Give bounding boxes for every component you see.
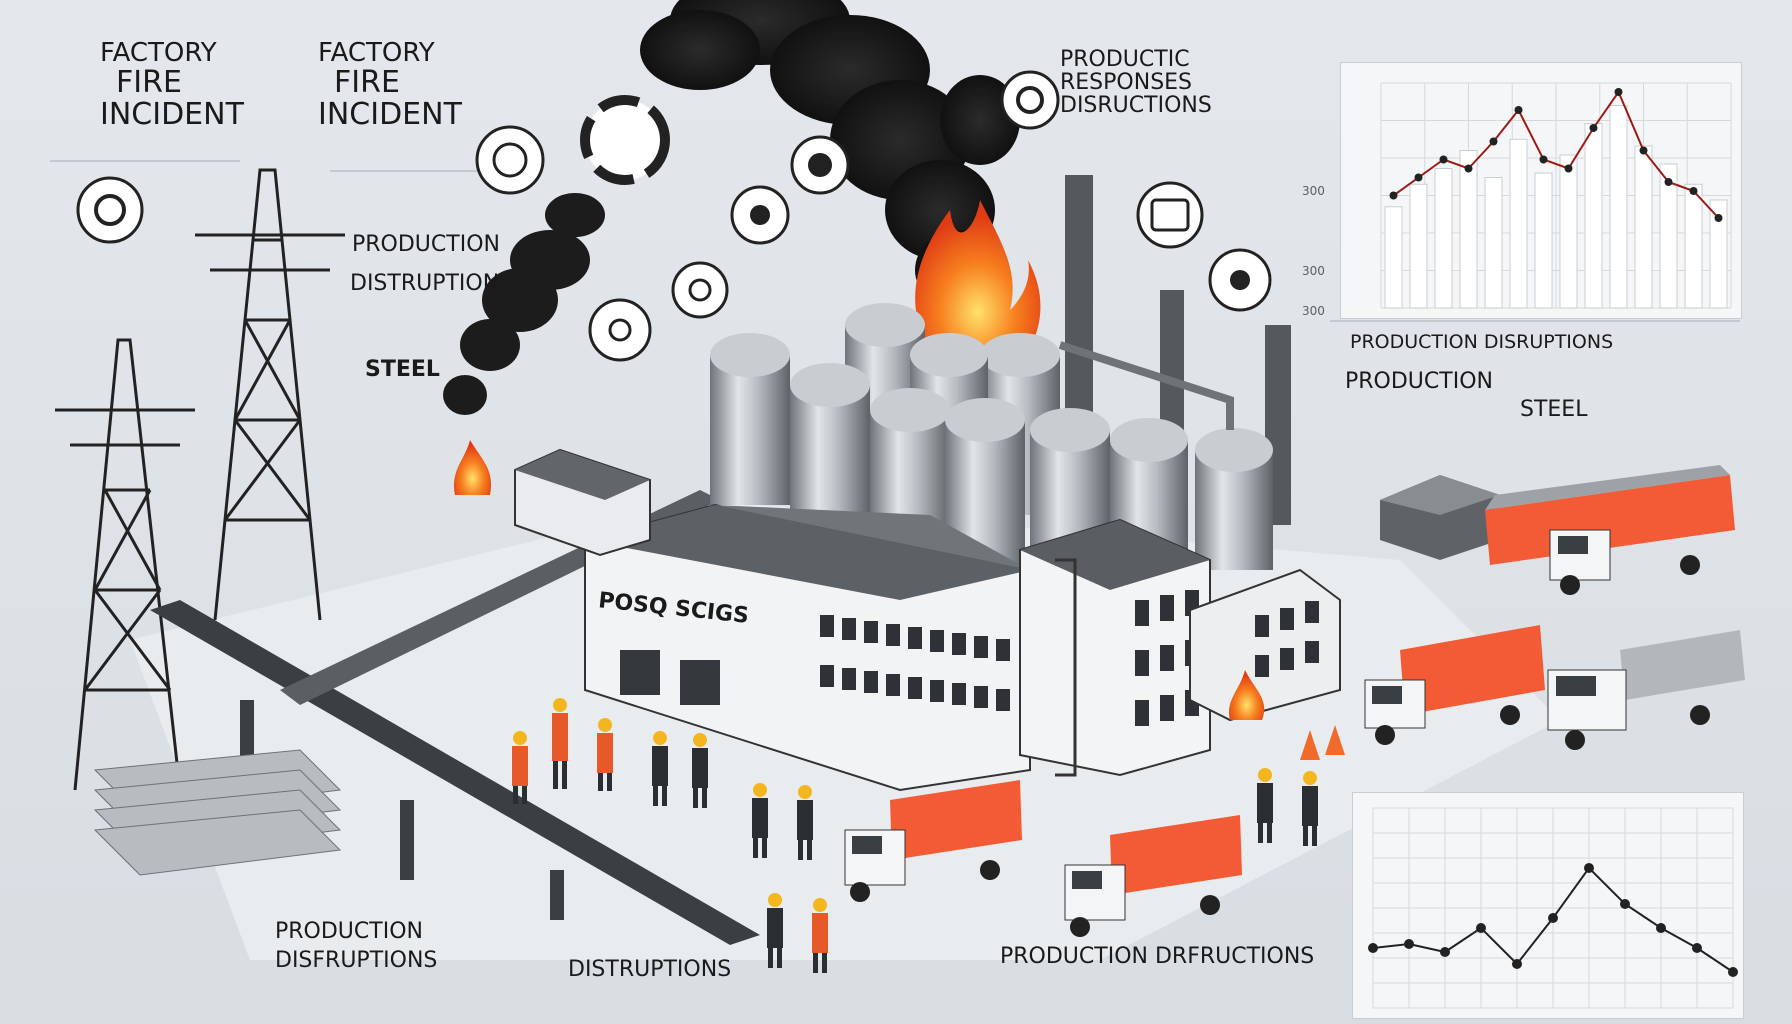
smoke-plume-left [443,193,605,415]
bar [1409,183,1428,309]
bar [1709,199,1728,309]
data-point [1714,214,1723,222]
label-top-right: PRODUCTIC RESPONSES DISRUCTIONS [1060,48,1212,117]
chart-panel-top [1340,62,1742,319]
data-point [1614,88,1623,96]
bar [1584,123,1603,309]
title-line: FACTORY [100,38,217,68]
label-line: DISRUCTIONS [1060,93,1212,119]
data-point [1539,155,1548,164]
fire-flame-small [453,440,492,495]
data-point [1692,943,1702,953]
fire-flame-small [1228,670,1265,720]
y-tick-label: 300 [1302,264,1325,278]
steel-stack [93,749,342,876]
data-point [1440,947,1450,957]
line-chart [1368,807,1738,1009]
fire-flame-main [915,200,1041,360]
warehouse [1380,475,1500,560]
data-point [1620,899,1630,909]
data-point [1404,939,1414,949]
bar [1609,105,1628,309]
label-distruptions-bottom: DISTRUPTIONS [568,957,732,982]
title-right: FACTORY FIRE INCIDENT [318,38,462,132]
bar [1509,138,1528,309]
data-point [1584,863,1594,873]
label-line: DISTRUPTION [350,271,500,297]
title-line: FIRE [116,65,182,101]
factory-building [584,503,1031,792]
bar-line-chart [1380,82,1732,309]
divider [50,160,240,162]
label-production-right: PRODUCTION [1345,369,1493,394]
truck [844,780,1022,902]
data-point [1589,124,1598,132]
pipe [1058,341,1234,430]
label-line: PRODUCTION [275,919,423,944]
divider [330,170,510,172]
label-line: PRODUCTION [352,232,500,257]
traffic-cone [1300,725,1345,760]
transmission-tower [55,338,195,791]
workers [512,698,1318,973]
bar [1434,168,1453,309]
chart-panel-bottom [1352,792,1744,1019]
data-point [1489,137,1498,146]
title-line: INCIDENT [100,96,244,132]
label-line: DISFRUPTIONS [275,948,438,974]
data-point [1656,923,1666,933]
bar [1659,163,1678,309]
data-point [1689,187,1698,195]
data-point [1548,913,1558,923]
data-point [1514,106,1523,114]
title-line: FACTORY [318,38,435,68]
label-production-bottom-left: PRODUCTION DISFRUPTIONS [275,920,437,972]
icon-circles-inner [94,86,1250,342]
bar [1684,183,1703,309]
bar [1484,177,1503,309]
title-line: INCIDENT [318,96,462,132]
series-line [1392,89,1720,219]
label-production-disruptions-panel: PRODUCTION DISRUPTIONS [1350,331,1614,353]
data-point [1464,164,1473,173]
data-point [1414,173,1423,182]
title-left: FACTORY FIRE INCIDENT [100,38,244,132]
label-steel: STEEL [365,357,440,382]
divider [1330,320,1740,322]
y-tick-label: 300 [1302,304,1325,318]
truck [1364,625,1545,745]
truck [1547,630,1745,750]
data-point [1439,155,1448,164]
label-production-distruption: PRODUCTION DISTRUPTION [350,232,500,297]
data-point [1664,178,1673,186]
bar [1534,172,1553,309]
label-line: PRODUCTIC [1060,47,1190,72]
title-line: FIRE [334,65,400,101]
data-point [1564,164,1573,173]
y-tick-label: 300 [1302,184,1325,198]
data-point [1639,146,1648,155]
data-point [1389,191,1398,200]
label-line: RESPONSES [1060,70,1193,96]
data-point [1368,943,1378,953]
bar [1559,154,1578,309]
truck [1485,465,1735,595]
bar [1384,206,1403,309]
label-steel-right: STEEL [1520,397,1588,422]
data-point [1476,923,1486,933]
truck [1064,815,1242,937]
bar [1634,145,1653,309]
small-building [514,448,651,557]
data-point [1512,959,1522,969]
data-point [1728,967,1738,977]
silo-group [710,303,1273,580]
annex-building [1189,568,1341,722]
transmission-tower [195,168,345,621]
bar [1459,150,1478,309]
office-tower [1019,518,1211,777]
label-production-bottom-center: PRODUCTION DRFRUCTIONS [1000,944,1315,969]
